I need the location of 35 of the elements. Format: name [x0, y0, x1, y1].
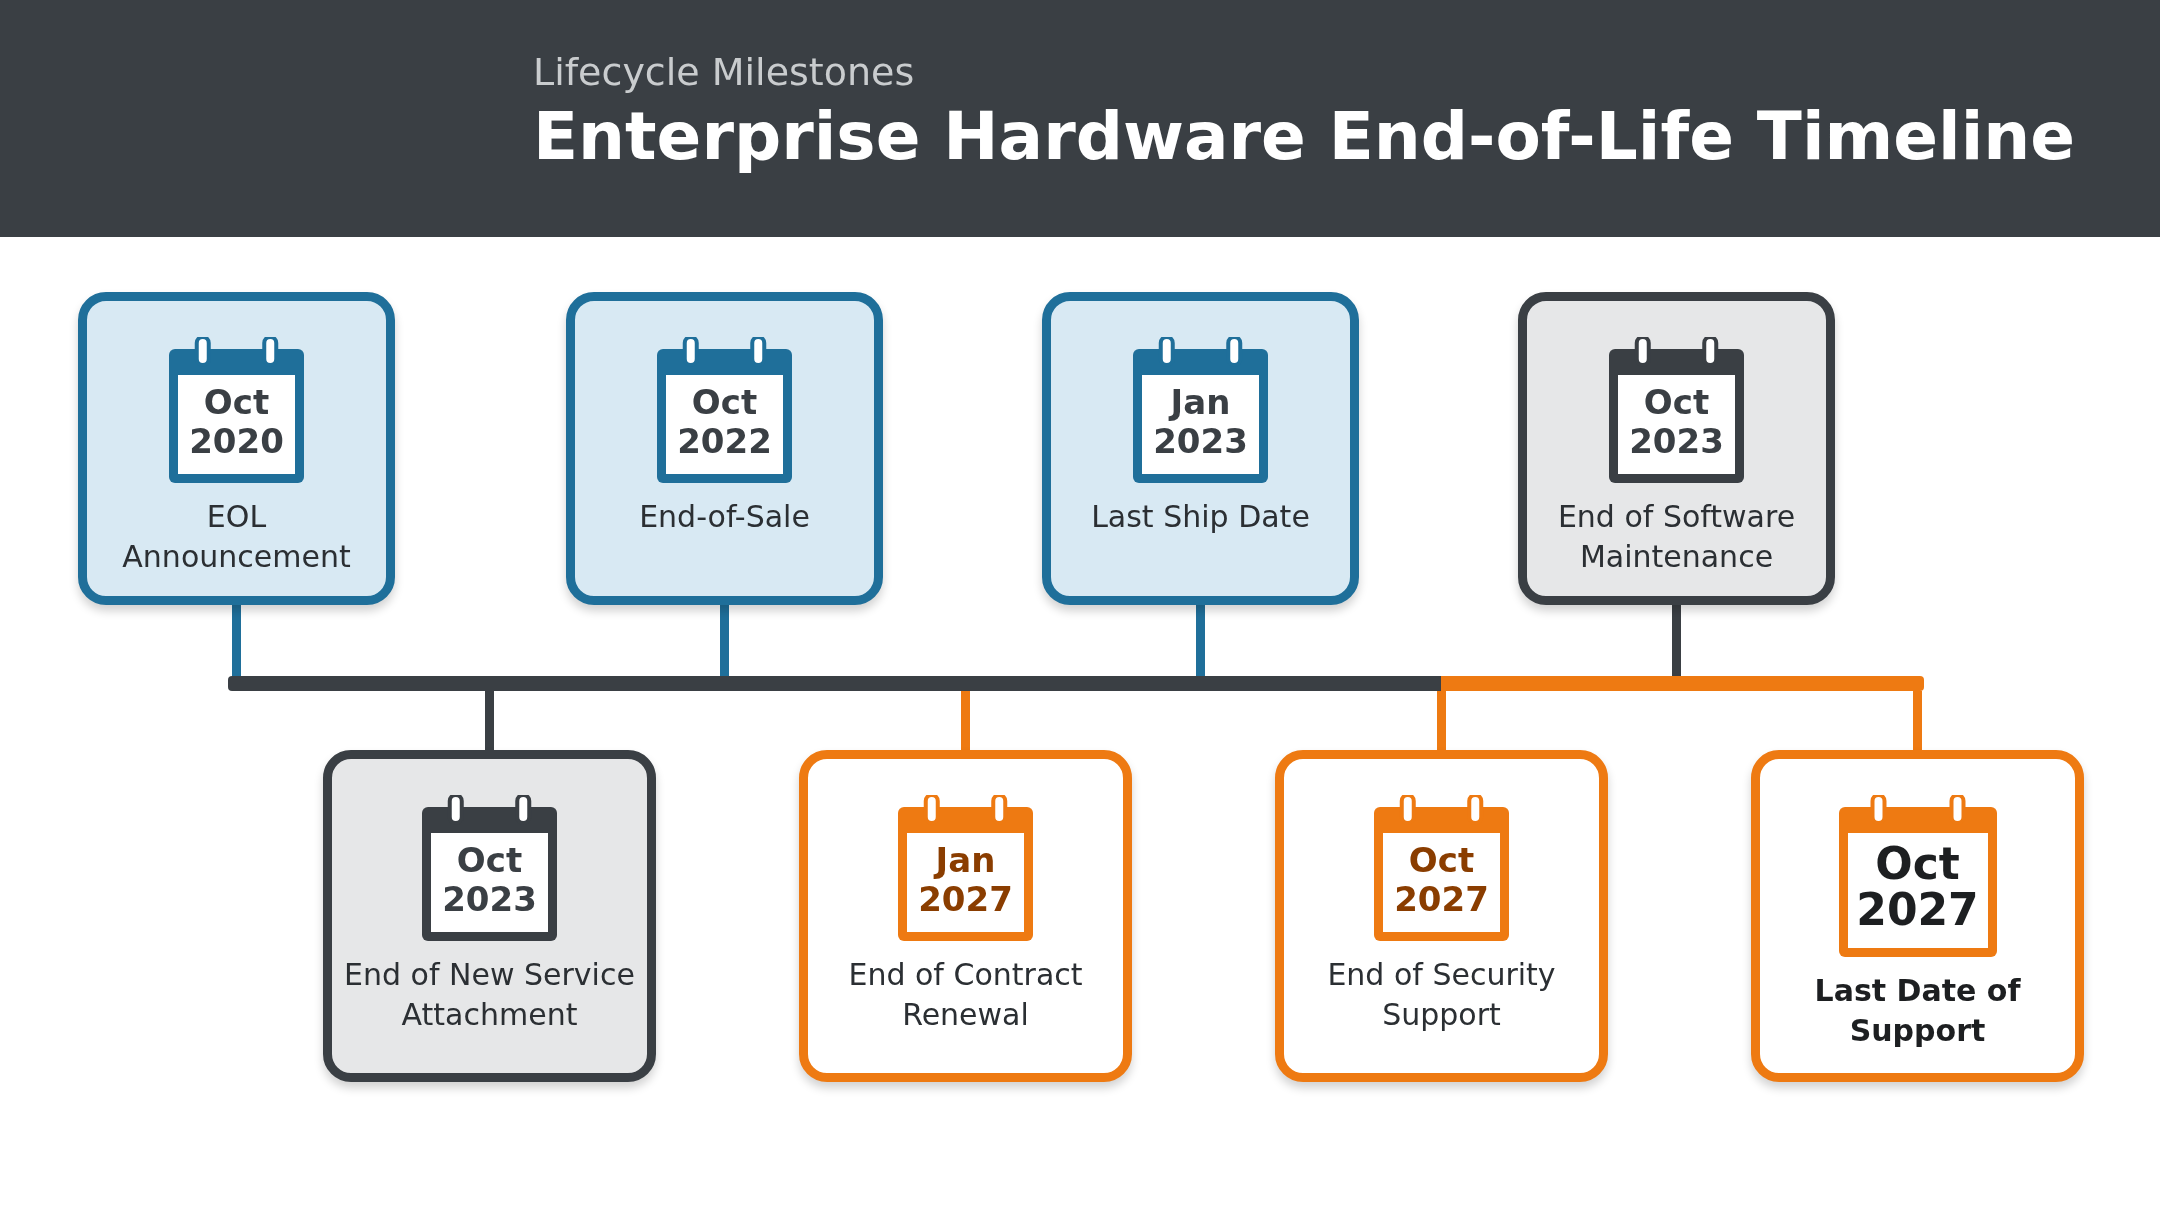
milestone-label: EOL Announcement [121, 498, 352, 576]
subtitle: Lifecycle Milestones [533, 50, 915, 94]
milestone-card [1751, 750, 2084, 1082]
date-label: Jan 2023 [1152, 383, 1249, 461]
connector-line [232, 605, 241, 676]
milestone-card [1042, 292, 1359, 605]
milestone-card [799, 750, 1132, 1082]
date-label: Oct 2023 [1628, 383, 1725, 461]
milestone-card [1275, 750, 1608, 1082]
milestone-label: End of New Service Attachment [343, 956, 636, 1034]
milestone-card [78, 292, 395, 605]
date-label: Oct 2022 [676, 383, 773, 461]
connector-line [1913, 691, 1922, 750]
connector-line [485, 691, 494, 750]
date-label: Oct 2023 [441, 841, 538, 919]
milestone-label: End of Security Support [1326, 956, 1557, 1034]
milestone-label: End of Software Maintenance [1556, 498, 1797, 576]
milestone-label: End-of-Sale [638, 498, 811, 536]
milestone-label: End of Contract Renewal [847, 956, 1084, 1034]
connector-line [1672, 605, 1681, 676]
connector-line [1437, 691, 1446, 750]
timeline-bar [228, 676, 1924, 691]
connector-line [961, 691, 970, 750]
milestone-card [323, 750, 656, 1082]
connector-line [720, 605, 729, 676]
date-label: Oct 2027 [1393, 841, 1490, 919]
date-label: Oct 2020 [188, 383, 285, 461]
milestone-card [1518, 292, 1835, 605]
milestone-label: Last Ship Date [1090, 498, 1311, 536]
date-label: Jan 2027 [917, 841, 1014, 919]
milestone-card [566, 292, 883, 605]
title: Enterprise Hardware End-of-Life Timeline [533, 98, 2076, 175]
connector-line [1196, 605, 1205, 676]
date-label: Oct 2027 [1855, 841, 1980, 933]
milestone-label: Last Date of Support [1813, 972, 2022, 1050]
